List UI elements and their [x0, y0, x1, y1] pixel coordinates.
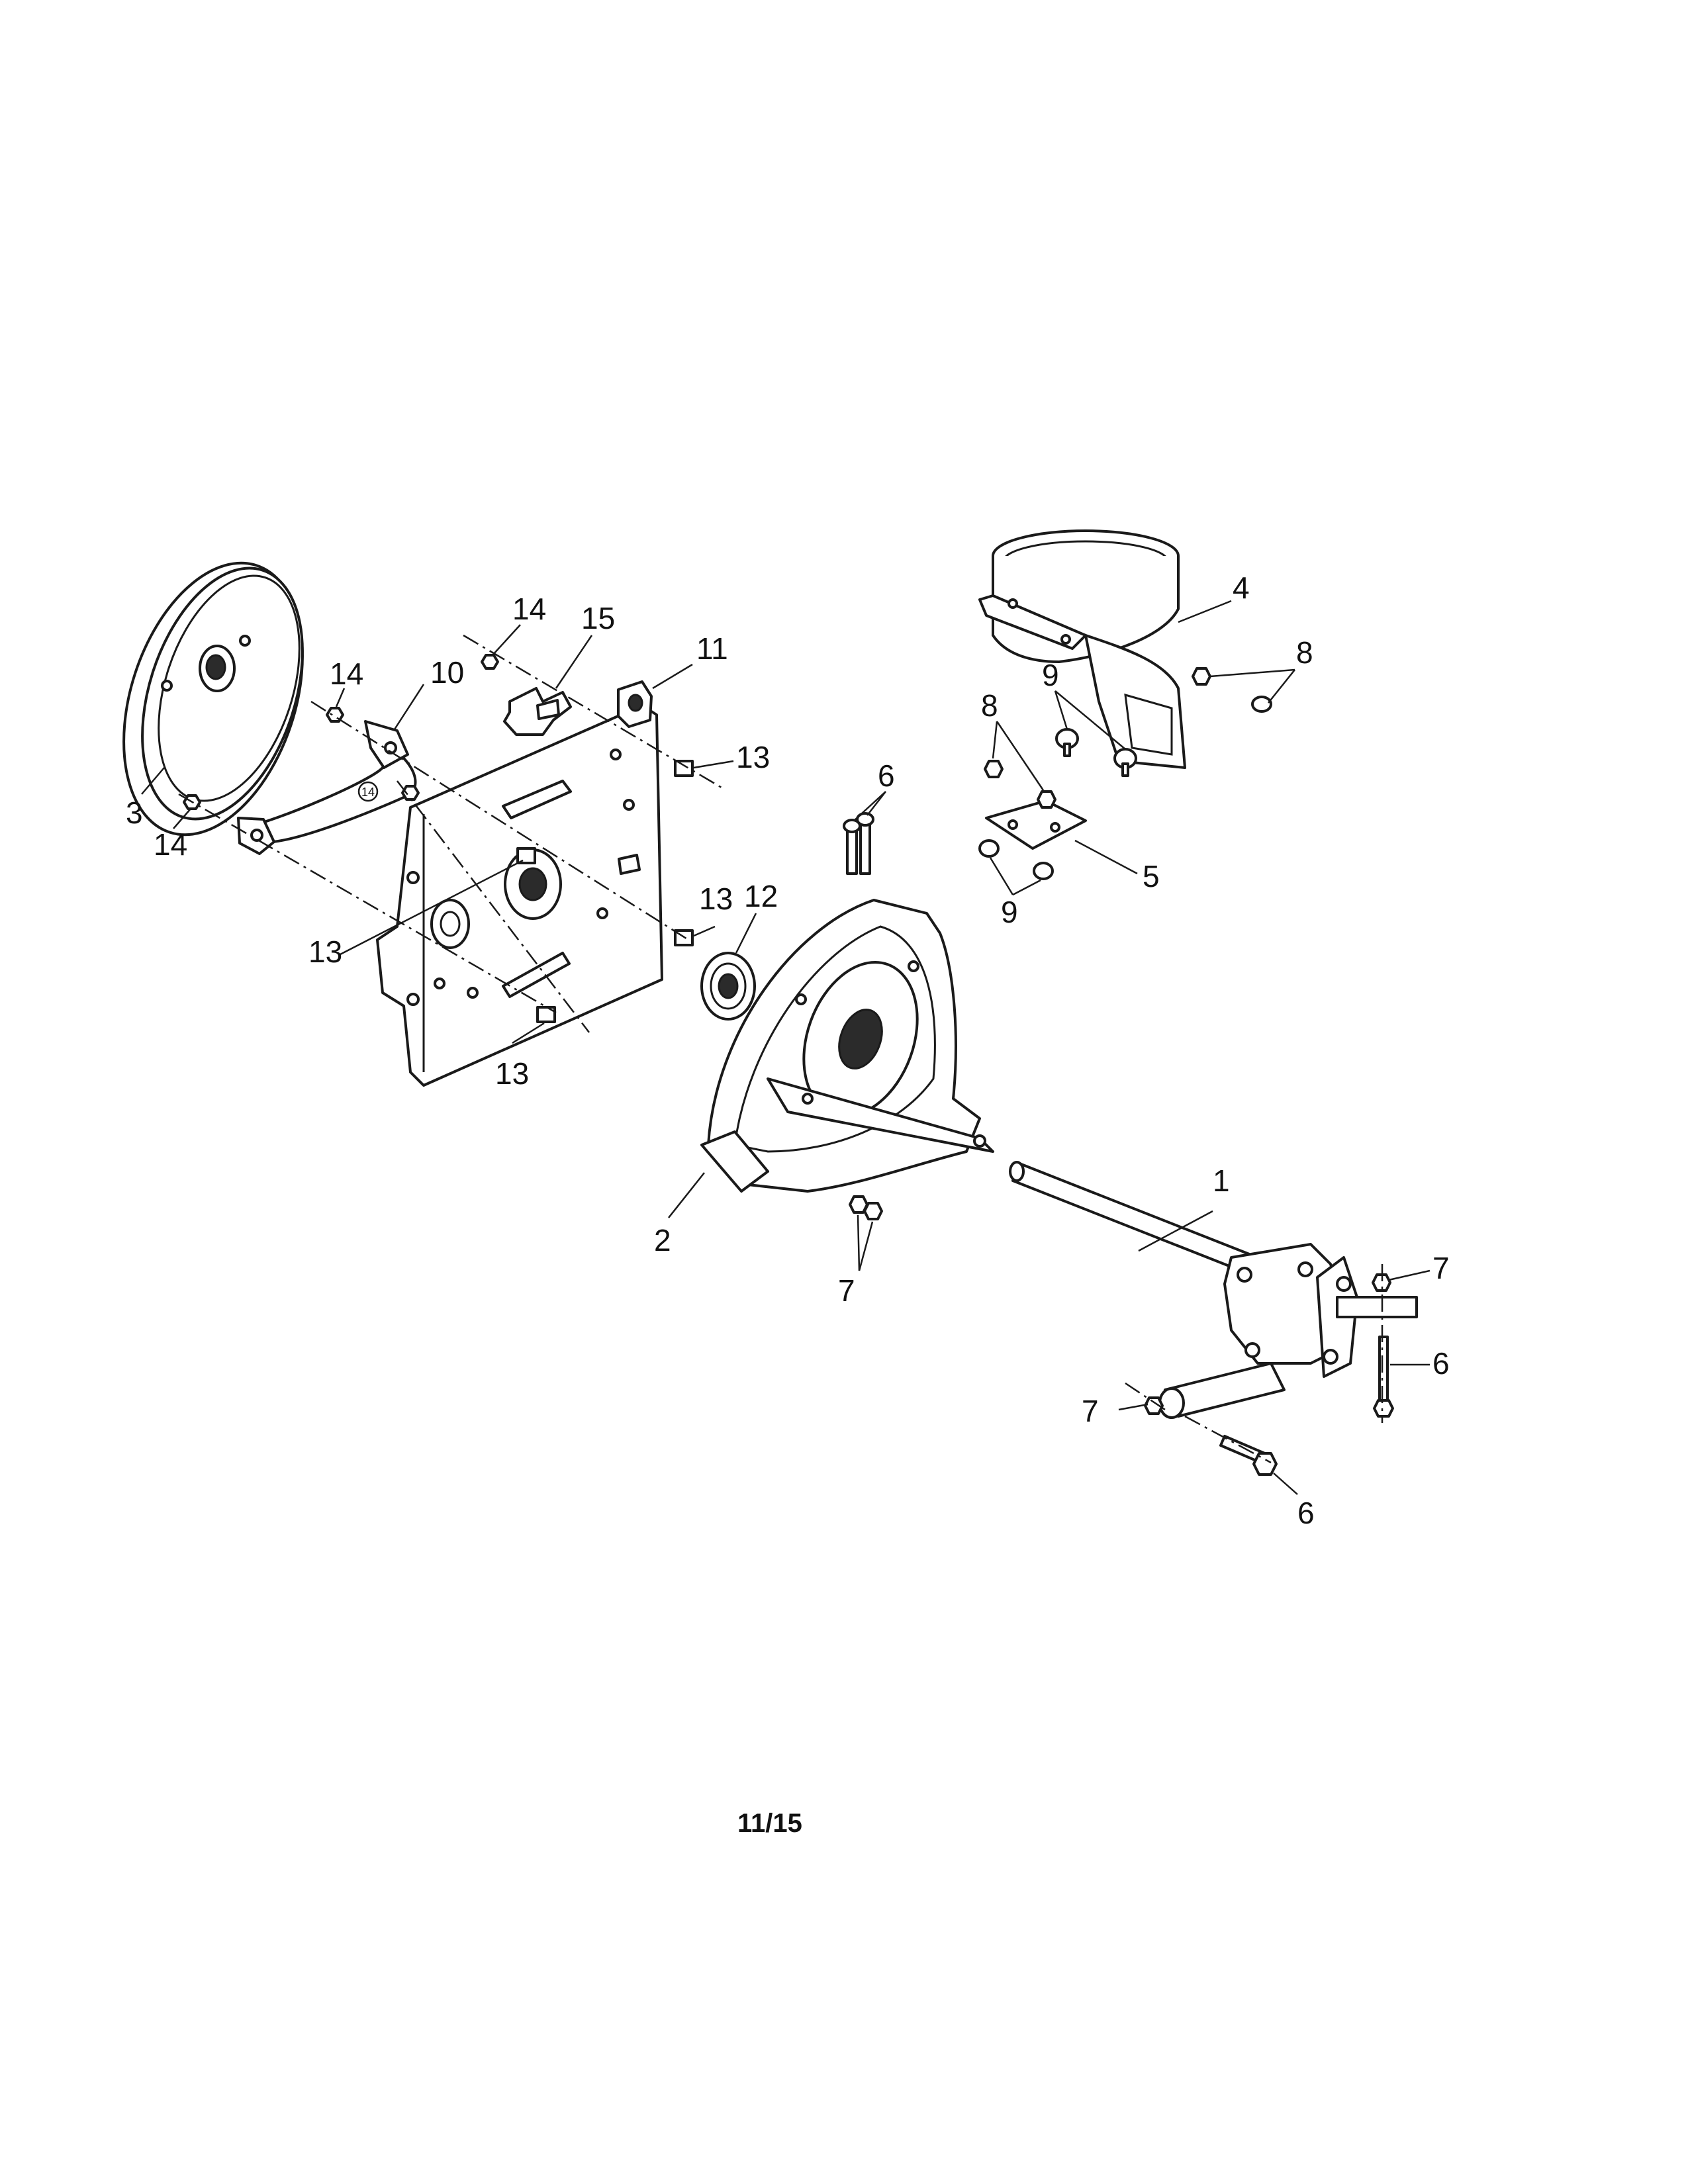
callout-labels: 1 2 3 4 5 6 6 6 7 7 7 8 8 9 9 10 11 12 1…	[126, 570, 1450, 1530]
callout-7-center: 7	[838, 1273, 855, 1308]
callout-14-middle: 14	[330, 657, 363, 691]
callout-2: 2	[654, 1223, 671, 1257]
callout-13-upper-right: 13	[736, 740, 770, 774]
callout-10: 10	[430, 655, 464, 690]
callout-12: 12	[744, 879, 778, 913]
shaft-gearbox-part	[1009, 1161, 1418, 1419]
callout-4: 4	[1233, 570, 1250, 605]
bearing-block-part	[617, 680, 653, 728]
page-number: 11/15	[737, 1809, 802, 1838]
callout-14-bottom: 14	[154, 827, 187, 862]
circled-callout-14: 14	[357, 781, 379, 802]
leader-lines	[141, 600, 1430, 1495]
callout-3: 3	[126, 796, 143, 830]
assembly-axes	[178, 634, 1383, 1464]
callout-8-right: 8	[1296, 635, 1313, 670]
frame-plate-part	[376, 704, 663, 1087]
callout-14-circled: 14	[361, 786, 375, 799]
callout-7-right: 7	[1432, 1251, 1450, 1285]
deflector-plate-part	[985, 799, 1087, 850]
callout-8-left: 8	[981, 688, 998, 723]
callout-1: 1	[1213, 1163, 1230, 1198]
callout-9-top: 9	[1042, 658, 1059, 692]
callout-14-top: 14	[512, 592, 546, 626]
callout-13-left: 13	[308, 934, 342, 969]
callout-9-bottom: 9	[1001, 895, 1018, 929]
chute-part	[978, 529, 1186, 769]
bracket-part	[503, 687, 572, 736]
callout-11: 11	[696, 631, 728, 666]
pulley-part	[122, 561, 304, 837]
fastener-hardware	[183, 654, 1394, 1476]
callout-6-top: 6	[878, 758, 895, 793]
callout-7-left: 7	[1082, 1394, 1099, 1428]
callout-6-right: 6	[1432, 1346, 1450, 1381]
housing-part	[700, 899, 994, 1193]
callout-6-bottom: 6	[1297, 1496, 1315, 1530]
bearing-part	[700, 952, 756, 1021]
callout-13-bottom: 13	[495, 1056, 529, 1091]
callout-13-middle: 13	[699, 882, 733, 916]
callout-5: 5	[1143, 859, 1160, 893]
callout-15: 15	[581, 601, 615, 635]
